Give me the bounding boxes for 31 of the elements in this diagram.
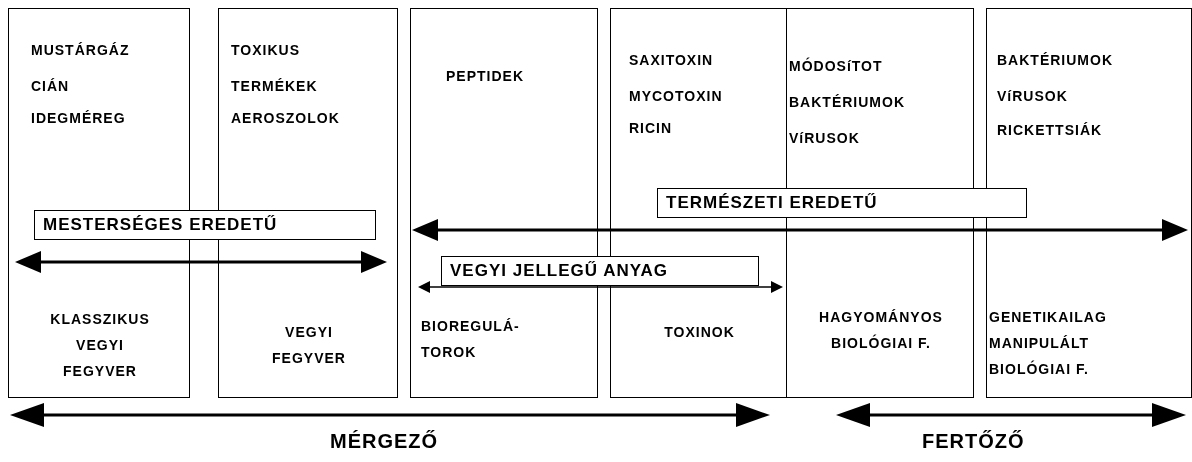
agent-name: BAKTÉRIUMOK [789, 93, 905, 112]
category-column [8, 8, 190, 398]
agent-name: RICKETTSIÁK [997, 121, 1103, 140]
agent-name: MYCOTOXIN [629, 87, 723, 106]
category-name: KLASSZIKUS VEGYI FEGYVER [49, 310, 151, 381]
category-name: HAGYOMÁNYOS BIOLÓGIAI F. [818, 308, 944, 353]
range-label: MESTERSÉGES EREDETŰ [34, 210, 376, 240]
category-name: VEGYI FEGYVER [271, 323, 347, 368]
agent-name: MUSTÁRGÁZ [31, 41, 130, 60]
category-name: BIOREGULÁ- TOROK [421, 317, 521, 362]
category-column [410, 8, 598, 398]
range-label: FERTŐZŐ [922, 430, 1025, 453]
agent-name: AEROSZOLOK [231, 109, 340, 128]
agent-name: RICIN [629, 119, 673, 138]
range-label: MÉRGEZŐ [330, 430, 439, 453]
agent-name: BAKTÉRIUMOK [997, 51, 1113, 70]
agent-name: IDEGMÉREG [31, 109, 126, 128]
agent-name: VíRUSOK [789, 129, 860, 148]
category-column [786, 8, 974, 398]
agent-name: SAXITOXIN [629, 51, 714, 70]
agent-name: PEPTIDEK [446, 67, 524, 86]
agent-name: MÓDOSíTOT [789, 56, 883, 76]
agent-name: TERMÉKEK [231, 77, 318, 96]
category-name: TOXINOK [663, 323, 736, 342]
agent-name: CIÁN [31, 77, 70, 96]
category-name: GENETIKAILAG MANIPULÁLT BIOLÓGIAI F. [989, 308, 1108, 379]
agent-name: VíRUSOK [997, 87, 1068, 106]
category-column [986, 8, 1192, 398]
range-label: VEGYI JELLEGŰ ANYAG [441, 256, 759, 286]
range-label: TERMÉSZETI EREDETŰ [657, 188, 1027, 218]
agent-name: TOXIKUS [231, 41, 300, 60]
